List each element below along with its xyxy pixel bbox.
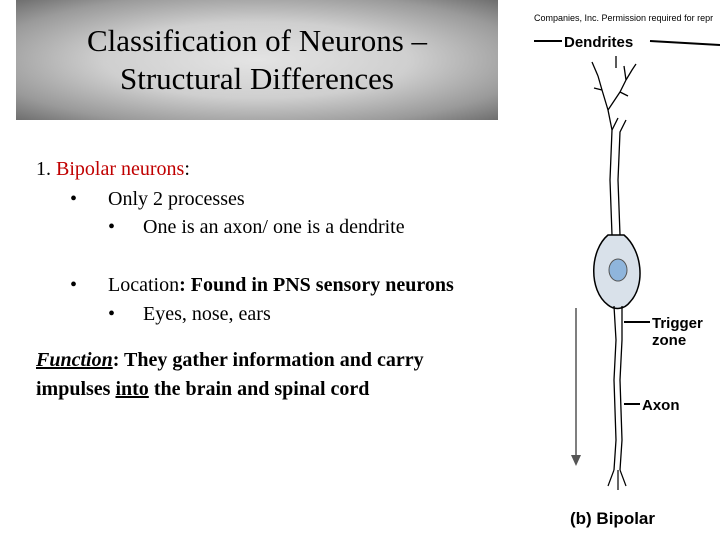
axon-terminals <box>607 469 627 490</box>
label-trigger: Trigger <box>652 315 703 332</box>
bullet-marker-2: • <box>70 274 78 296</box>
label-dendrites: Dendrites <box>564 34 633 51</box>
sub-bullet-1: One is an axon/ one is a dendrite <box>143 216 405 238</box>
label-axon: Axon <box>642 397 680 414</box>
axon <box>613 305 623 471</box>
function-label: Function <box>36 349 113 371</box>
function-line-1: Function: They gather information and ca… <box>36 348 424 372</box>
sub-bullet-marker-1: • <box>108 216 116 238</box>
function-text-2b: into <box>115 378 149 400</box>
bipolar-neuron-figure: Companies, Inc. Permission required for … <box>534 13 720 528</box>
figure-caption: (b) Bipolar <box>570 509 655 528</box>
direction-arrow-head <box>571 455 581 466</box>
function-text-2a: impulses <box>36 378 116 400</box>
dendrite-branches <box>591 56 637 236</box>
slide-title-line-2: Structural Differences <box>119 61 394 96</box>
item-1-line: 1. Bipolar neurons: <box>36 157 190 181</box>
bullet-marker-1: • <box>70 188 78 210</box>
item-1-heading: Bipolar neurons <box>56 158 185 180</box>
bullet-2-prefix: Location <box>108 274 180 296</box>
slide-title-box: Classification of Neurons – Structural D… <box>16 0 498 120</box>
function-text-1: : They gather information and carry <box>112 349 424 371</box>
label-zone: zone <box>652 332 686 349</box>
figure-credit: Companies, Inc. Permission required for … <box>534 13 713 23</box>
sub-bullet-2: Eyes, nose, ears <box>143 303 271 325</box>
item-1-number: 1. <box>36 158 51 180</box>
item-1-colon: : <box>184 158 190 180</box>
sub-bullet-marker-2: • <box>108 303 116 325</box>
bullet-2-rest: : Found in PNS sensory neurons <box>179 274 454 296</box>
bullet-1: Only 2 processes <box>108 188 245 210</box>
dendrites-leader-right <box>649 40 720 46</box>
nucleus <box>608 258 628 282</box>
function-text-2c: the brain and spinal cord <box>148 378 370 400</box>
slide-title-line-1: Classification of Neurons – <box>86 23 428 58</box>
function-line-2: impulses into the brain and spinal cord <box>36 377 369 401</box>
bullet-2: Location: Found in PNS sensory neurons <box>108 273 454 297</box>
